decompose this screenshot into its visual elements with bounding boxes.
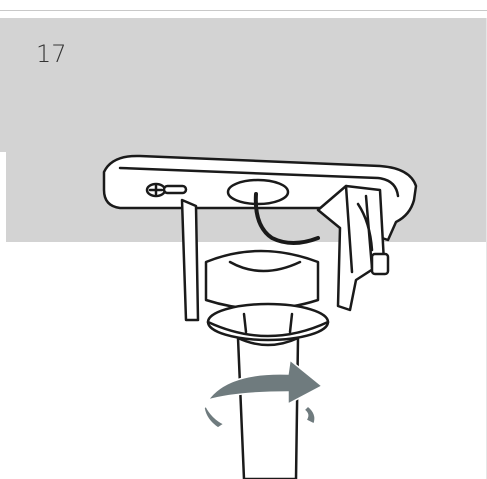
wall-edge [0,152,6,242]
pole-collar [206,302,330,342]
rotation-arrow [203,358,324,429]
step-number: 17 [36,40,67,68]
adjust-knob [370,252,390,276]
cable-hole [226,178,290,206]
mount-hub [204,249,320,311]
screw-slot [162,184,188,195]
page-header-rule [0,0,487,11]
pole [236,336,300,479]
bracket-inner-edge [118,166,400,198]
bracket-arm-left [180,198,200,322]
cable [253,192,320,245]
